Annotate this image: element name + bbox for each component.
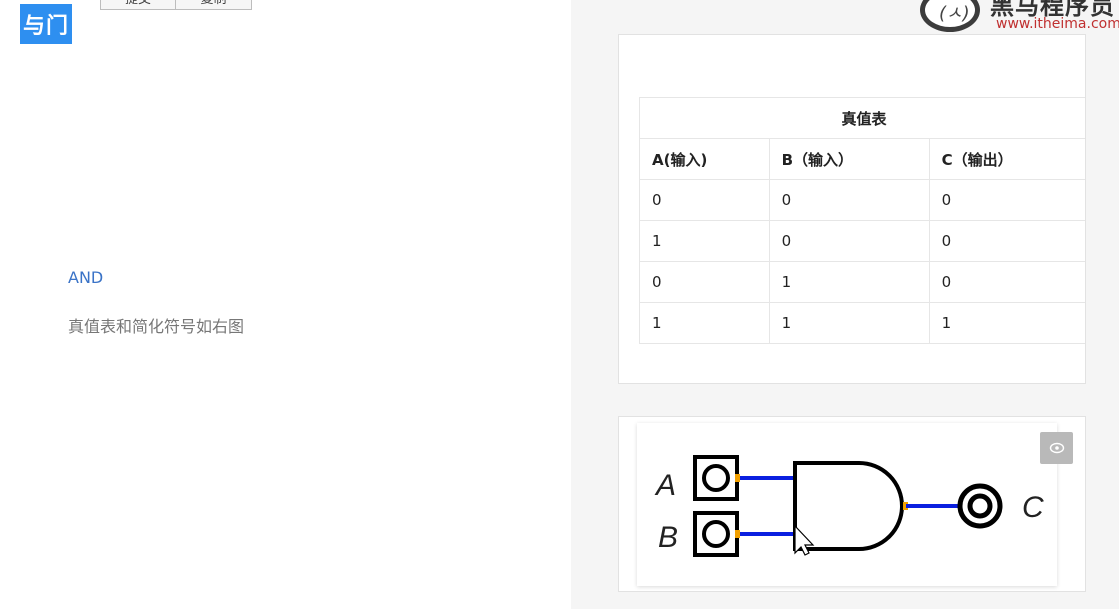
logo-name: 黑马程序员	[990, 0, 1115, 20]
description-text: 真值表和简化符号如右图	[68, 317, 245, 336]
table-cell: 1	[639, 220, 770, 262]
input-a-label: A	[654, 469, 676, 502]
logo-url: www.itheima.com	[996, 16, 1119, 32]
column-header: C（输出）	[928, 138, 1085, 180]
pin-dot	[903, 502, 908, 510]
table-row: 1 0 0	[639, 220, 1085, 262]
column-header: A(输入)	[639, 138, 770, 180]
and-gate-diagram: A B C	[654, 455, 1044, 557]
table-cell: 0	[768, 179, 930, 221]
copy-button[interactable]: 复制	[176, 0, 252, 10]
brand-logo: (ㅅ) 黑马程序员 www.itheima.com	[920, 0, 1119, 36]
mouse-cursor-icon	[794, 524, 815, 556]
table-cell: 1	[768, 302, 930, 344]
pin-dot	[735, 474, 740, 482]
input-b-pin[interactable]	[693, 511, 739, 557]
pin-dot	[735, 530, 740, 538]
gate-name-label: AND	[68, 268, 104, 287]
table-cell: 0	[928, 220, 1085, 262]
circuit-card: A B C	[618, 416, 1086, 592]
and-gate-icon[interactable]	[793, 461, 904, 551]
table-cell: 0	[768, 220, 930, 262]
table-cell: 0	[639, 179, 770, 221]
column-header: B（输入）	[768, 138, 930, 180]
input-b-label: B	[658, 521, 678, 554]
truth-table-card: 真值表 A(输入) B（输入） C（输出） 0 0 0 1 0 0 0 1 0 …	[618, 34, 1086, 384]
table-cell: 0	[639, 261, 770, 303]
top-button-group: 提交 复制	[100, 0, 252, 10]
submit-button[interactable]: 提交	[100, 0, 176, 10]
logo-mark-icon: (ㅅ)	[920, 0, 980, 32]
table-header-row: A(输入) B（输入） C（输出）	[639, 138, 1085, 180]
table-cell: 1	[928, 302, 1085, 344]
table-cell: 0	[928, 179, 1085, 221]
output-led[interactable]	[957, 483, 1003, 529]
table-cell: 0	[928, 261, 1085, 303]
truth-table-caption: 真值表	[639, 97, 1085, 139]
left-pane: 提交 复制 与门 AND 真值表和简化符号如右图	[20, 0, 252, 336]
table-row: 1 1 1	[639, 302, 1085, 344]
table-cell: 1	[639, 302, 770, 344]
table-cell: 1	[768, 261, 930, 303]
table-row: 0 1 0	[639, 261, 1085, 303]
truth-table: 真值表 A(输入) B（输入） C（输出） 0 0 0 1 0 0 0 1 0 …	[639, 97, 1085, 344]
input-a-pin[interactable]	[693, 455, 739, 501]
output-c-label: C	[1022, 491, 1044, 524]
eye-icon[interactable]	[1040, 432, 1073, 464]
table-row: 0 0 0	[639, 179, 1085, 221]
page-title: 与门	[20, 4, 72, 44]
circuit-canvas[interactable]: A B C	[637, 423, 1057, 586]
